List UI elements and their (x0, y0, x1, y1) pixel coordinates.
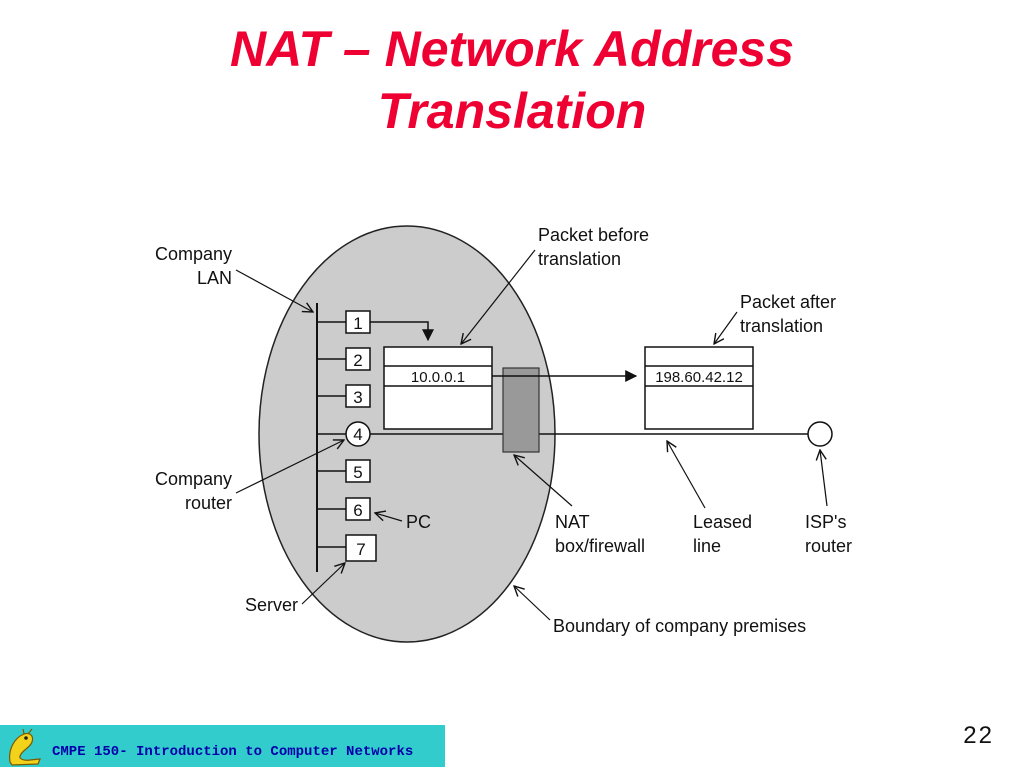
host-4-label: 4 (353, 425, 362, 444)
banana-slug-logo (9, 728, 41, 766)
packet-after-address: 198.60.42.12 (655, 369, 743, 386)
pc-pointer (375, 513, 403, 522)
nat-diagram: 1 2 3 4 5 6 7 10.0.0.1 (155, 225, 852, 643)
isp-router-label-line1: ISP's (805, 512, 846, 532)
host-7-server: 7 (345, 534, 377, 562)
host-2-label: 2 (353, 351, 362, 370)
packet-after: 198.60.42.12 (644, 346, 754, 430)
packet-before: 10.0.0.1 (383, 346, 493, 430)
company-lan-label-line1: Company (155, 244, 232, 264)
host-1-label: 1 (353, 314, 362, 333)
footer-course-title: CMPE 150- Introduction to Computer Netwo… (52, 744, 414, 760)
title-line-1: NAT – Network Address (229, 21, 794, 77)
host-7-label: 7 (356, 540, 365, 559)
packet-before-label-line2: translation (538, 249, 621, 269)
isp-router (807, 421, 833, 447)
host-3: 3 (345, 384, 371, 408)
host-5-label: 5 (353, 463, 362, 482)
host-connections (317, 321, 346, 548)
company-lan-pointer (235, 269, 313, 312)
leased-line-pointer (667, 441, 706, 509)
packet-after-pointer (714, 311, 738, 344)
host-3-label: 3 (353, 388, 362, 407)
server-pointer (301, 563, 345, 605)
host-5: 5 (345, 459, 371, 483)
nat-pointer (514, 455, 573, 507)
isp-router-label-line2: router (805, 536, 852, 556)
company-lan-label-line2: LAN (197, 268, 232, 288)
boundary-label: Boundary of company premises (553, 616, 806, 636)
host-6-pc: 6 (345, 497, 371, 521)
company-router-label-line1: Company (155, 469, 232, 489)
company-router-pointer (235, 440, 344, 494)
packet-before-label-line1: Packet before (538, 225, 649, 245)
company-router-label-line2: router (185, 493, 232, 513)
packet-after-label-line1: Packet after (740, 292, 836, 312)
title-line-2: Translation (377, 83, 647, 139)
isp-router-pointer (820, 450, 828, 507)
host-4-router: 4 (345, 421, 371, 447)
slide-title: NAT – Network Address Translation (0, 18, 1024, 142)
leased-line-label-line2: line (693, 536, 721, 556)
nat-box (502, 367, 540, 453)
pc-label: PC (406, 512, 431, 532)
boundary-pointer (514, 586, 551, 621)
host-2: 2 (345, 347, 371, 371)
nat-label-line2: box/firewall (555, 536, 645, 556)
host-1: 1 (345, 310, 371, 334)
packet-after-label-line2: translation (740, 316, 823, 336)
footer-bar (0, 725, 445, 767)
server-label: Server (245, 595, 298, 615)
packet-before-address: 10.0.0.1 (411, 369, 465, 386)
leased-line-label-line1: Leased (693, 512, 752, 532)
nat-label-line1: NAT (555, 512, 590, 532)
packet-before-pointer (461, 249, 536, 344)
host1-to-packet-arrow (370, 321, 434, 342)
host-6-label: 6 (353, 501, 362, 520)
page-number: 22 (963, 722, 994, 749)
